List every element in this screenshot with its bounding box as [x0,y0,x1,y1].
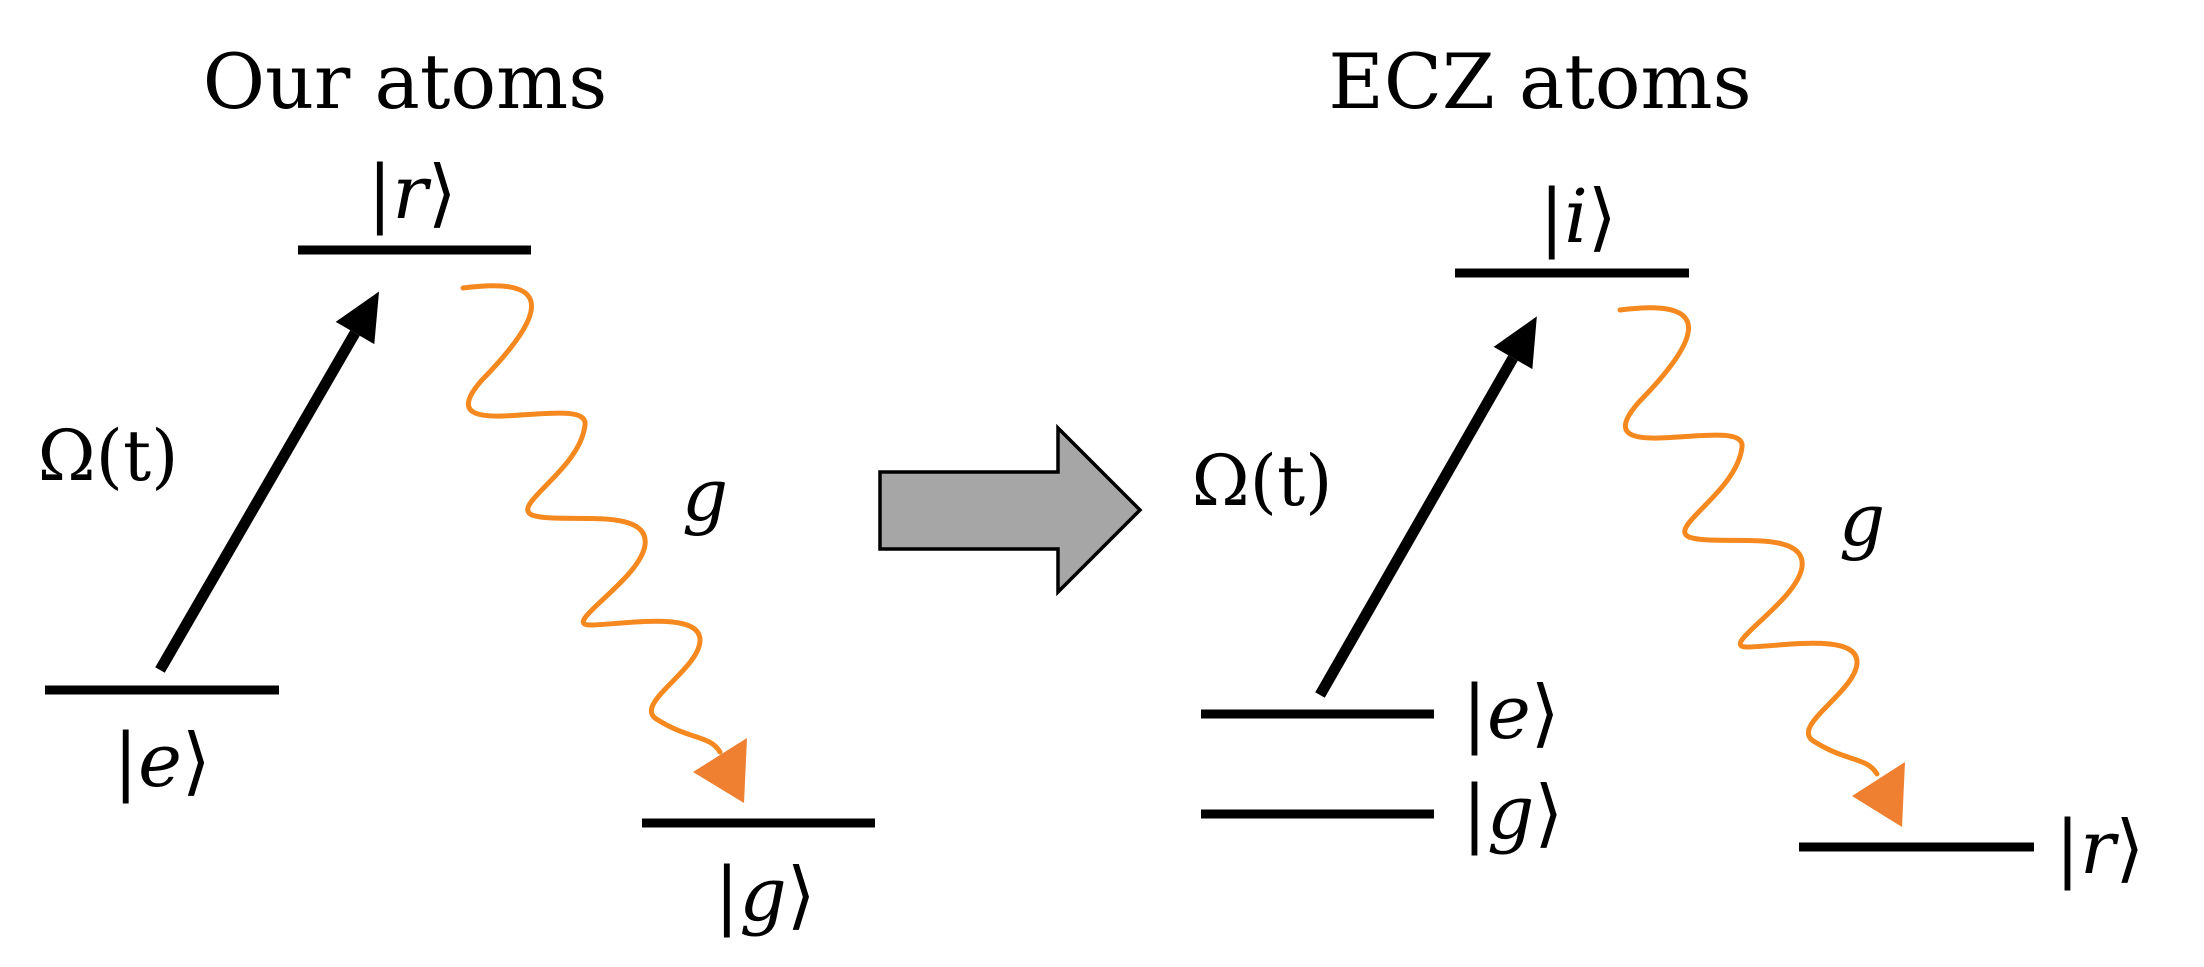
right-start-ket: ⟩ [1531,670,1560,756]
right-start-level-label: |e⟩ [1462,670,1560,756]
left-drive-label: Ω(t) [38,415,179,497]
right-extra-level-label: |g⟩ [1462,770,1563,856]
right-start-bra: | [1462,670,1487,756]
transition-right-arrow-icon [878,423,1143,597]
left-start-ket: ⟩ [182,718,211,804]
left-coupling-label: g [682,453,728,537]
left-final-level-label: |g⟩ [714,852,815,938]
right-coupling-label: g [1839,478,1885,562]
left-final-symbol: g [739,852,786,938]
right-upper-symbol: i [1564,174,1588,260]
left-upper-symbol: r [392,150,432,236]
left-final-ket: ⟩ [787,852,816,938]
right-start-symbol: e [1487,670,1531,756]
right-drive-label: Ω(t) [1192,440,1333,522]
right-final-level-label: |r⟩ [2055,805,2144,891]
left-start-level-label: |e⟩ [113,718,211,804]
right-panel: ECZ atoms |i⟩ |e⟩ |g⟩ |r⟩ Ω(t) g [1192,37,2145,891]
right-upper-level-label: |i⟩ [1539,174,1616,260]
right-extra-symbol: g [1487,770,1534,856]
left-final-bra: | [714,852,739,938]
right-extra-bra: | [1462,770,1487,856]
left-start-symbol: e [138,718,182,804]
right-upper-bra: | [1539,174,1564,260]
left-decay-wavy-arrow-icon [460,283,747,803]
left-upper-bra: | [367,150,392,236]
right-final-ket: ⟩ [2115,805,2144,891]
right-panel-title: ECZ atoms [1328,37,1751,126]
left-upper-ket: ⟩ [428,150,457,236]
left-panel-title: Our atoms [203,37,607,126]
right-extra-ket: ⟩ [1534,770,1563,856]
right-final-symbol: r [2080,805,2120,891]
right-drive-arrow-icon [1315,316,1537,698]
left-drive-arrow-icon [155,291,380,673]
left-start-bra: | [113,718,138,804]
left-upper-level-label: |r⟩ [367,150,456,236]
right-final-bra: | [2055,805,2080,891]
left-panel: Our atoms |r⟩ |e⟩ |g⟩ Ω(t) g [38,37,875,938]
right-upper-ket: ⟩ [1588,174,1617,260]
right-decay-wavy-arrow-icon [1617,305,1905,827]
